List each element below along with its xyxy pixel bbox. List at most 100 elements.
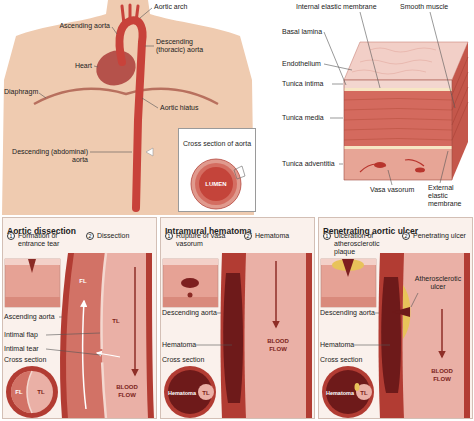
- dissection-illustration: [5, 259, 60, 307]
- part-label-box: Smooth muscle: [400, 3, 460, 11]
- part-label: Rupture of vasa vasorum: [176, 232, 240, 248]
- callout-number: 1: [324, 233, 330, 240]
- part-label: Descending (abdominal) aorta: [6, 148, 88, 164]
- hematoma-illustration: [164, 366, 216, 418]
- callout-number-box: 1: [165, 232, 173, 240]
- panel-box: Intramural hematoma: [160, 217, 315, 419]
- ulcer-illustration: [441, 309, 443, 357]
- part-label: Endothelium: [282, 60, 324, 68]
- callout-number: 2: [245, 233, 251, 240]
- torso: [34, 89, 218, 104]
- part-label: Cross section: [320, 356, 380, 364]
- region-label-box: TL: [34, 388, 48, 396]
- dissection-illustration: [27, 371, 32, 413]
- hematoma-illustration: [160, 217, 315, 419]
- part-label: Aortic hiatus: [160, 104, 216, 112]
- leader-line: [145, 46, 154, 47]
- aorta-cross-section: [178, 128, 254, 212]
- leader-line: [324, 12, 455, 185]
- leader-line: [46, 333, 100, 335]
- part-label: External elastic membrane: [428, 184, 470, 208]
- part-label-box: Tunica intima: [282, 80, 330, 88]
- part-label: Ulceration of atherosclerotic plaque: [334, 232, 398, 256]
- part-label: Cross section: [4, 356, 64, 364]
- torso: [2, 0, 254, 215]
- dissection-illustration: [60, 253, 154, 419]
- dissection-illustration: [2, 217, 157, 419]
- leader-line: [388, 170, 392, 185]
- aortic-wall-block: [452, 57, 468, 140]
- region-label-box: TL: [358, 389, 370, 397]
- part-label: Vasa vasorum: [370, 186, 420, 194]
- part-label-box: Hematoma: [320, 341, 360, 349]
- ulcer-illustration: [318, 217, 473, 419]
- part-label-box: Intimal flap: [4, 331, 44, 339]
- region-label: Hematoma: [167, 389, 197, 397]
- region-label: TL: [34, 388, 48, 396]
- part-label: Tunica intima: [282, 80, 330, 88]
- dissection-illustration: [83, 301, 86, 409]
- part-label: Penetrating ulcer: [413, 232, 471, 240]
- part-label-box: Cross section: [4, 356, 64, 364]
- hematoma-illustration: [163, 297, 218, 307]
- region-label: BLOOD FLOW: [422, 367, 462, 383]
- hematoma-illustration: [221, 253, 313, 419]
- region-label: TL: [200, 389, 212, 397]
- aortic-wall-block: [452, 42, 468, 180]
- ulcer-illustration: [381, 277, 401, 393]
- region-label: BLOOD FLOW: [258, 337, 298, 353]
- aorta-cross-section: [234, 166, 245, 179]
- aortic-wall-block: [352, 48, 436, 74]
- aortic-wall-block: [344, 149, 452, 180]
- leader-line: [94, 66, 98, 67]
- leader-line: [59, 317, 62, 318]
- part-label-box: Internal elastic membrane: [296, 3, 392, 11]
- part-label-box: Cross section: [320, 356, 380, 364]
- inset-box: Cross section of aorta: [178, 128, 256, 212]
- leader-line: [339, 164, 343, 165]
- region-label: TL: [108, 317, 124, 325]
- leader-line: [411, 293, 418, 307]
- part-label: Aortic arch: [154, 3, 214, 11]
- aorta-cross-section: [178, 128, 254, 212]
- part-label: Atherosclerotic ulcer: [413, 275, 463, 291]
- part-label: Descending aorta: [162, 309, 218, 317]
- hematoma-illustration: [160, 217, 315, 419]
- part-label-box: Formation of entrance tear: [18, 232, 82, 248]
- ulcer-illustration: [321, 297, 376, 307]
- ulcer-illustration: [403, 253, 465, 419]
- part-label-box: Cross section: [162, 356, 222, 364]
- part-label: Intimal tear: [4, 345, 44, 353]
- leader-line: [196, 313, 232, 345]
- region-label: LUMEN: [196, 180, 236, 188]
- hematoma-illustration: [245, 253, 307, 419]
- aortic-wall-block: [344, 42, 468, 80]
- part-label: Tunica media: [282, 114, 330, 122]
- part-label-box: Aortic arch: [154, 3, 214, 11]
- callout-number: 1: [8, 233, 14, 240]
- ulcer-illustration: [355, 383, 360, 391]
- aortic-wall-block: [344, 99, 452, 141]
- region-label-box: BLOOD FLOW: [258, 337, 298, 353]
- dissection-illustration: [28, 259, 36, 273]
- part-label: Diaphragm: [4, 88, 44, 96]
- part-label-box: Rupture of vasa vasorum: [176, 232, 240, 248]
- part-label-box: Tunica adventitia: [282, 160, 340, 168]
- region-label: Hematoma: [325, 389, 355, 397]
- region-label-box: LUMEN: [196, 180, 236, 188]
- callout-number-box: 1: [323, 232, 331, 240]
- part-label-box: Descending aorta: [162, 309, 218, 317]
- region-label: TL: [358, 389, 370, 397]
- part-label: Tunica adventitia: [282, 160, 340, 168]
- part-label-box: External elastic membrane: [428, 184, 470, 208]
- leader-line: [324, 32, 346, 85]
- hematoma-illustration: [198, 384, 214, 400]
- part-label-box: Ascending aorta: [4, 313, 60, 321]
- hematoma-illustration: [275, 261, 277, 327]
- leader-line: [440, 151, 448, 183]
- part-label-box: Endothelium: [282, 60, 324, 68]
- dissection-illustration: [102, 253, 107, 419]
- ulcer-illustration: [392, 307, 410, 317]
- callout-number-box: 1: [7, 232, 15, 240]
